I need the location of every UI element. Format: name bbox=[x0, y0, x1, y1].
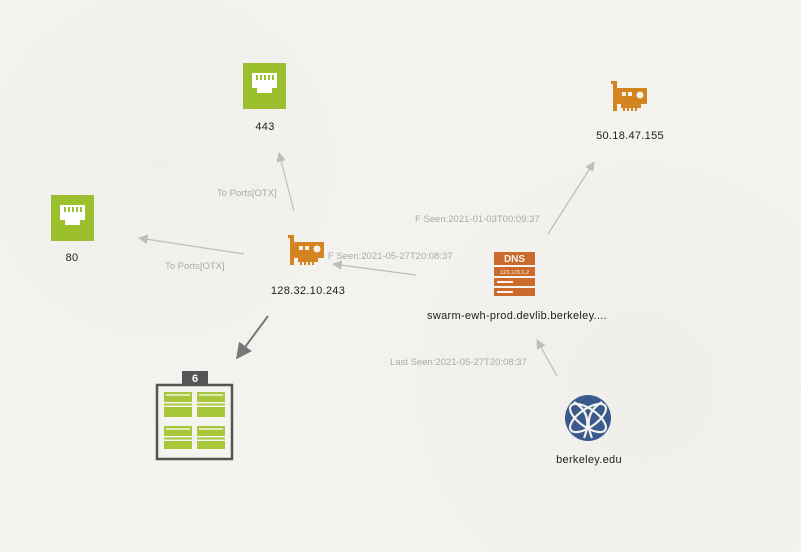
ethernet-port-icon bbox=[243, 63, 286, 109]
network-card-icon bbox=[611, 81, 647, 111]
node-label-port-443: 443 bbox=[255, 121, 275, 133]
edge-label-to-ports-80: To Ports[OTX] bbox=[165, 261, 225, 272]
dns-badge-title: DNS bbox=[504, 254, 525, 265]
node-label-port-80: 80 bbox=[65, 252, 79, 264]
dns-badge-ip: 123.123.1.2 bbox=[500, 270, 529, 276]
network-card-icon bbox=[288, 235, 324, 265]
node-label-dns-host: swarm-ewh-prod.devlib.berkeley.... bbox=[427, 310, 607, 322]
node-ip-50-18-47-155[interactable] bbox=[611, 80, 649, 114]
node-group[interactable]: 6 bbox=[155, 370, 235, 462]
server-rack-group-icon: 6 bbox=[155, 371, 234, 461]
edge-dns-to-ip50[interactable] bbox=[547, 161, 595, 235]
dns-server-icon: DNS 123.123.1.2 bbox=[493, 251, 536, 297]
edge-domain-to-dns[interactable] bbox=[536, 339, 558, 377]
edge-label-dns-to-ip50: F Seen:2021-01-03T00:09:37 bbox=[415, 214, 540, 225]
node-domain-berkeley[interactable] bbox=[564, 394, 612, 442]
edge-label-to-ports-443: To Ports[OTX] bbox=[217, 188, 277, 199]
node-port-80[interactable] bbox=[51, 195, 94, 241]
node-port-443[interactable] bbox=[243, 63, 286, 109]
edge-ip128-to-port443[interactable] bbox=[276, 152, 295, 212]
edge-label-dns-to-ip128: F Seen:2021-05-27T20:08:37 bbox=[328, 251, 453, 262]
node-label-ip-50: 50.18.47.155 bbox=[596, 130, 664, 142]
node-ip-128-32-10-243[interactable] bbox=[288, 234, 326, 268]
node-label-domain: berkeley.edu bbox=[556, 454, 622, 466]
node-label-ip-128: 128.32.10.243 bbox=[270, 285, 346, 297]
edge-ip128-to-port80[interactable] bbox=[138, 234, 245, 255]
globe-icon bbox=[565, 395, 611, 441]
node-dns-host[interactable]: DNS 123.123.1.2 bbox=[493, 251, 536, 297]
edge-label-domain-to-dns: Last Seen:2021-05-27T20:08:37 bbox=[390, 357, 527, 368]
edge-dns-to-ip128[interactable] bbox=[332, 260, 417, 276]
group-count-badge: 6 bbox=[192, 373, 198, 385]
ethernet-port-icon bbox=[51, 195, 94, 241]
edge-ip128-to-group[interactable] bbox=[236, 315, 269, 360]
